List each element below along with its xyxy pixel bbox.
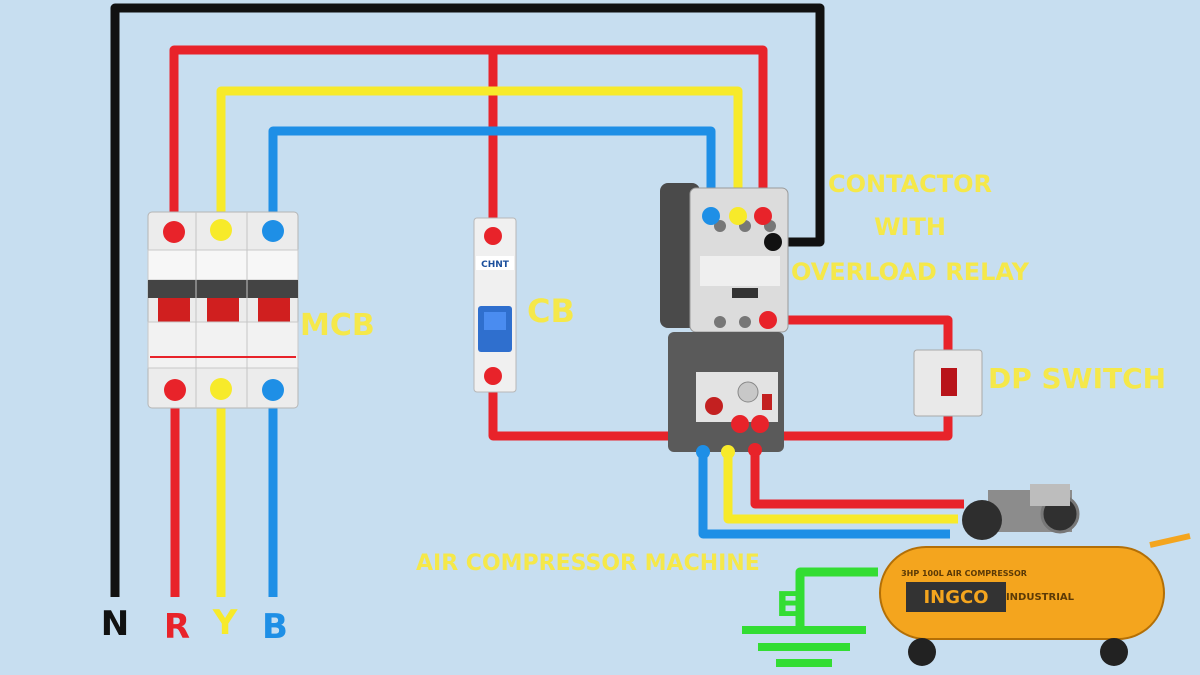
yellow-wire-supply [216,86,743,230]
contactor-coil-terminal [759,311,777,329]
motor-red-wire [750,450,964,509]
red-wire-supply [169,45,768,232]
mcb-breaker [147,211,299,409]
contactor-label-line3: OVERLOAD RELAY [791,258,1030,286]
compressor-model-text: 3HP 100L AIR COMPRESSOR [901,569,1027,578]
overload-blue-out-terminal [696,445,710,459]
air-compressor-machine: INGCO INDUSTRIAL 3HP 100L AIR COMPRESSOR [879,484,1191,666]
mcb-bottom-red-terminal [164,379,186,401]
mcb-top-blue-terminal [262,220,284,242]
cb-label: CB [527,292,575,330]
cb-bottom-terminal [484,367,502,385]
blue-wire-supply [268,126,716,230]
contactor-yellow-terminal [729,207,747,225]
contactor-red-terminal [754,207,772,225]
neutral-wire [110,3,825,597]
contactor-neutral-terminal [764,233,782,251]
overload-red-out-terminal [748,443,762,457]
compressor-brand-text: INGCO [923,587,988,608]
overload-in-terminal-1 [731,415,749,433]
cb-breaker: CHNT [473,217,517,393]
earth-wire [795,567,878,630]
mcb-label: MCB [300,308,375,343]
mcb-bottom-blue-terminal [262,379,284,401]
earth-label: E [776,585,799,625]
air-compressor-label: AIR COMPRESSOR MACHINE [416,551,760,576]
blue-phase-letter: B [262,607,288,647]
contactor-label-line2: WITH [874,213,946,241]
overload-in-terminal-2 [751,415,769,433]
motor-yellow-wire [723,452,958,524]
contactor-label-line1: CONTACTOR [828,170,992,198]
cb-top-terminal [484,227,502,245]
mcb-top-red-terminal [163,221,185,243]
mcb-bottom-yellow-terminal [210,378,232,400]
terminal-dots [163,207,782,459]
mcb-top-yellow-terminal [210,219,232,241]
overload-yellow-out-terminal [721,445,735,459]
contactor-blue-terminal [702,207,720,225]
dp-switch-label: DP SWITCH [988,362,1166,395]
compressor-sub-text: INDUSTRIAL [1006,592,1075,603]
neutral-letter: N [101,604,129,644]
motor-blue-wire [698,452,950,539]
red-phase-letter: R [164,607,190,647]
cb-brand-text: CHNT [481,260,510,270]
dp-switch [913,349,983,417]
earth-symbol [742,626,866,667]
yellow-phase-letter: Y [212,603,238,643]
